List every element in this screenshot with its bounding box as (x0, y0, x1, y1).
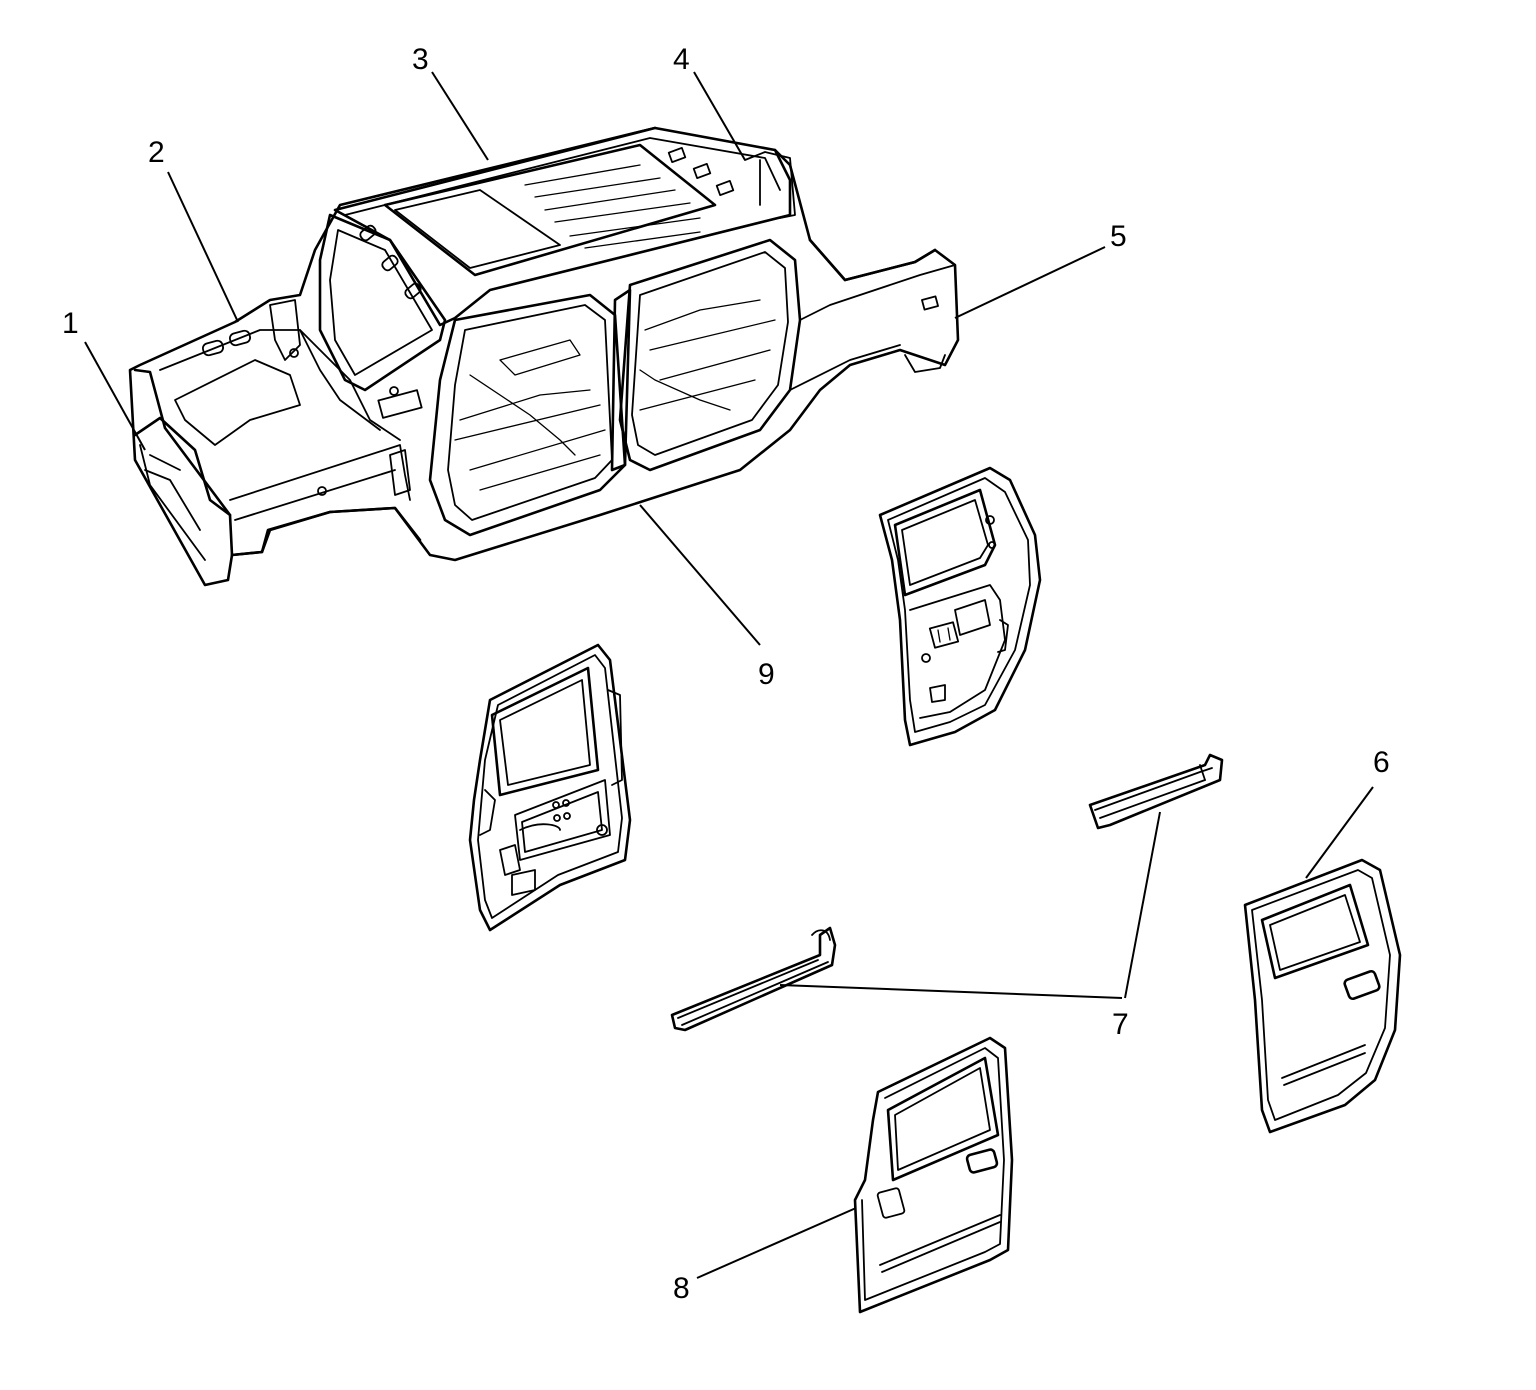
rocker-panel-lower (670, 926, 837, 1032)
callout-1: 1 (62, 307, 79, 340)
leader-6 (1305, 786, 1374, 879)
leader-7b (779, 984, 1123, 999)
leader-1 (84, 341, 146, 451)
rocker-panel-upper (1088, 753, 1224, 830)
callout-8: 8 (673, 1272, 690, 1305)
rear-door-outer-panel (1243, 858, 1402, 1134)
leader-7a (1124, 811, 1161, 999)
callout-7: 7 (1112, 1008, 1129, 1041)
callout-6: 6 (1373, 746, 1390, 779)
leader-lines (84, 71, 1374, 1279)
rear-door-inner-panel (878, 466, 1042, 747)
leader-3 (431, 71, 489, 161)
leader-2 (167, 171, 239, 323)
callouts: 1 2 3 4 5 6 7 8 9 (62, 43, 1390, 1305)
leader-9 (639, 504, 761, 646)
leader-8 (696, 1207, 857, 1279)
leader-4 (693, 71, 746, 161)
leader-5 (954, 246, 1106, 319)
callout-5: 5 (1110, 220, 1127, 253)
callout-3: 3 (412, 43, 429, 76)
callout-4: 4 (673, 43, 690, 76)
body-shell (128, 126, 960, 587)
callout-2: 2 (148, 136, 165, 169)
callout-9: 9 (758, 658, 775, 691)
front-door-inner-panel (468, 643, 632, 932)
front-door-outer-panel (853, 1036, 1014, 1314)
